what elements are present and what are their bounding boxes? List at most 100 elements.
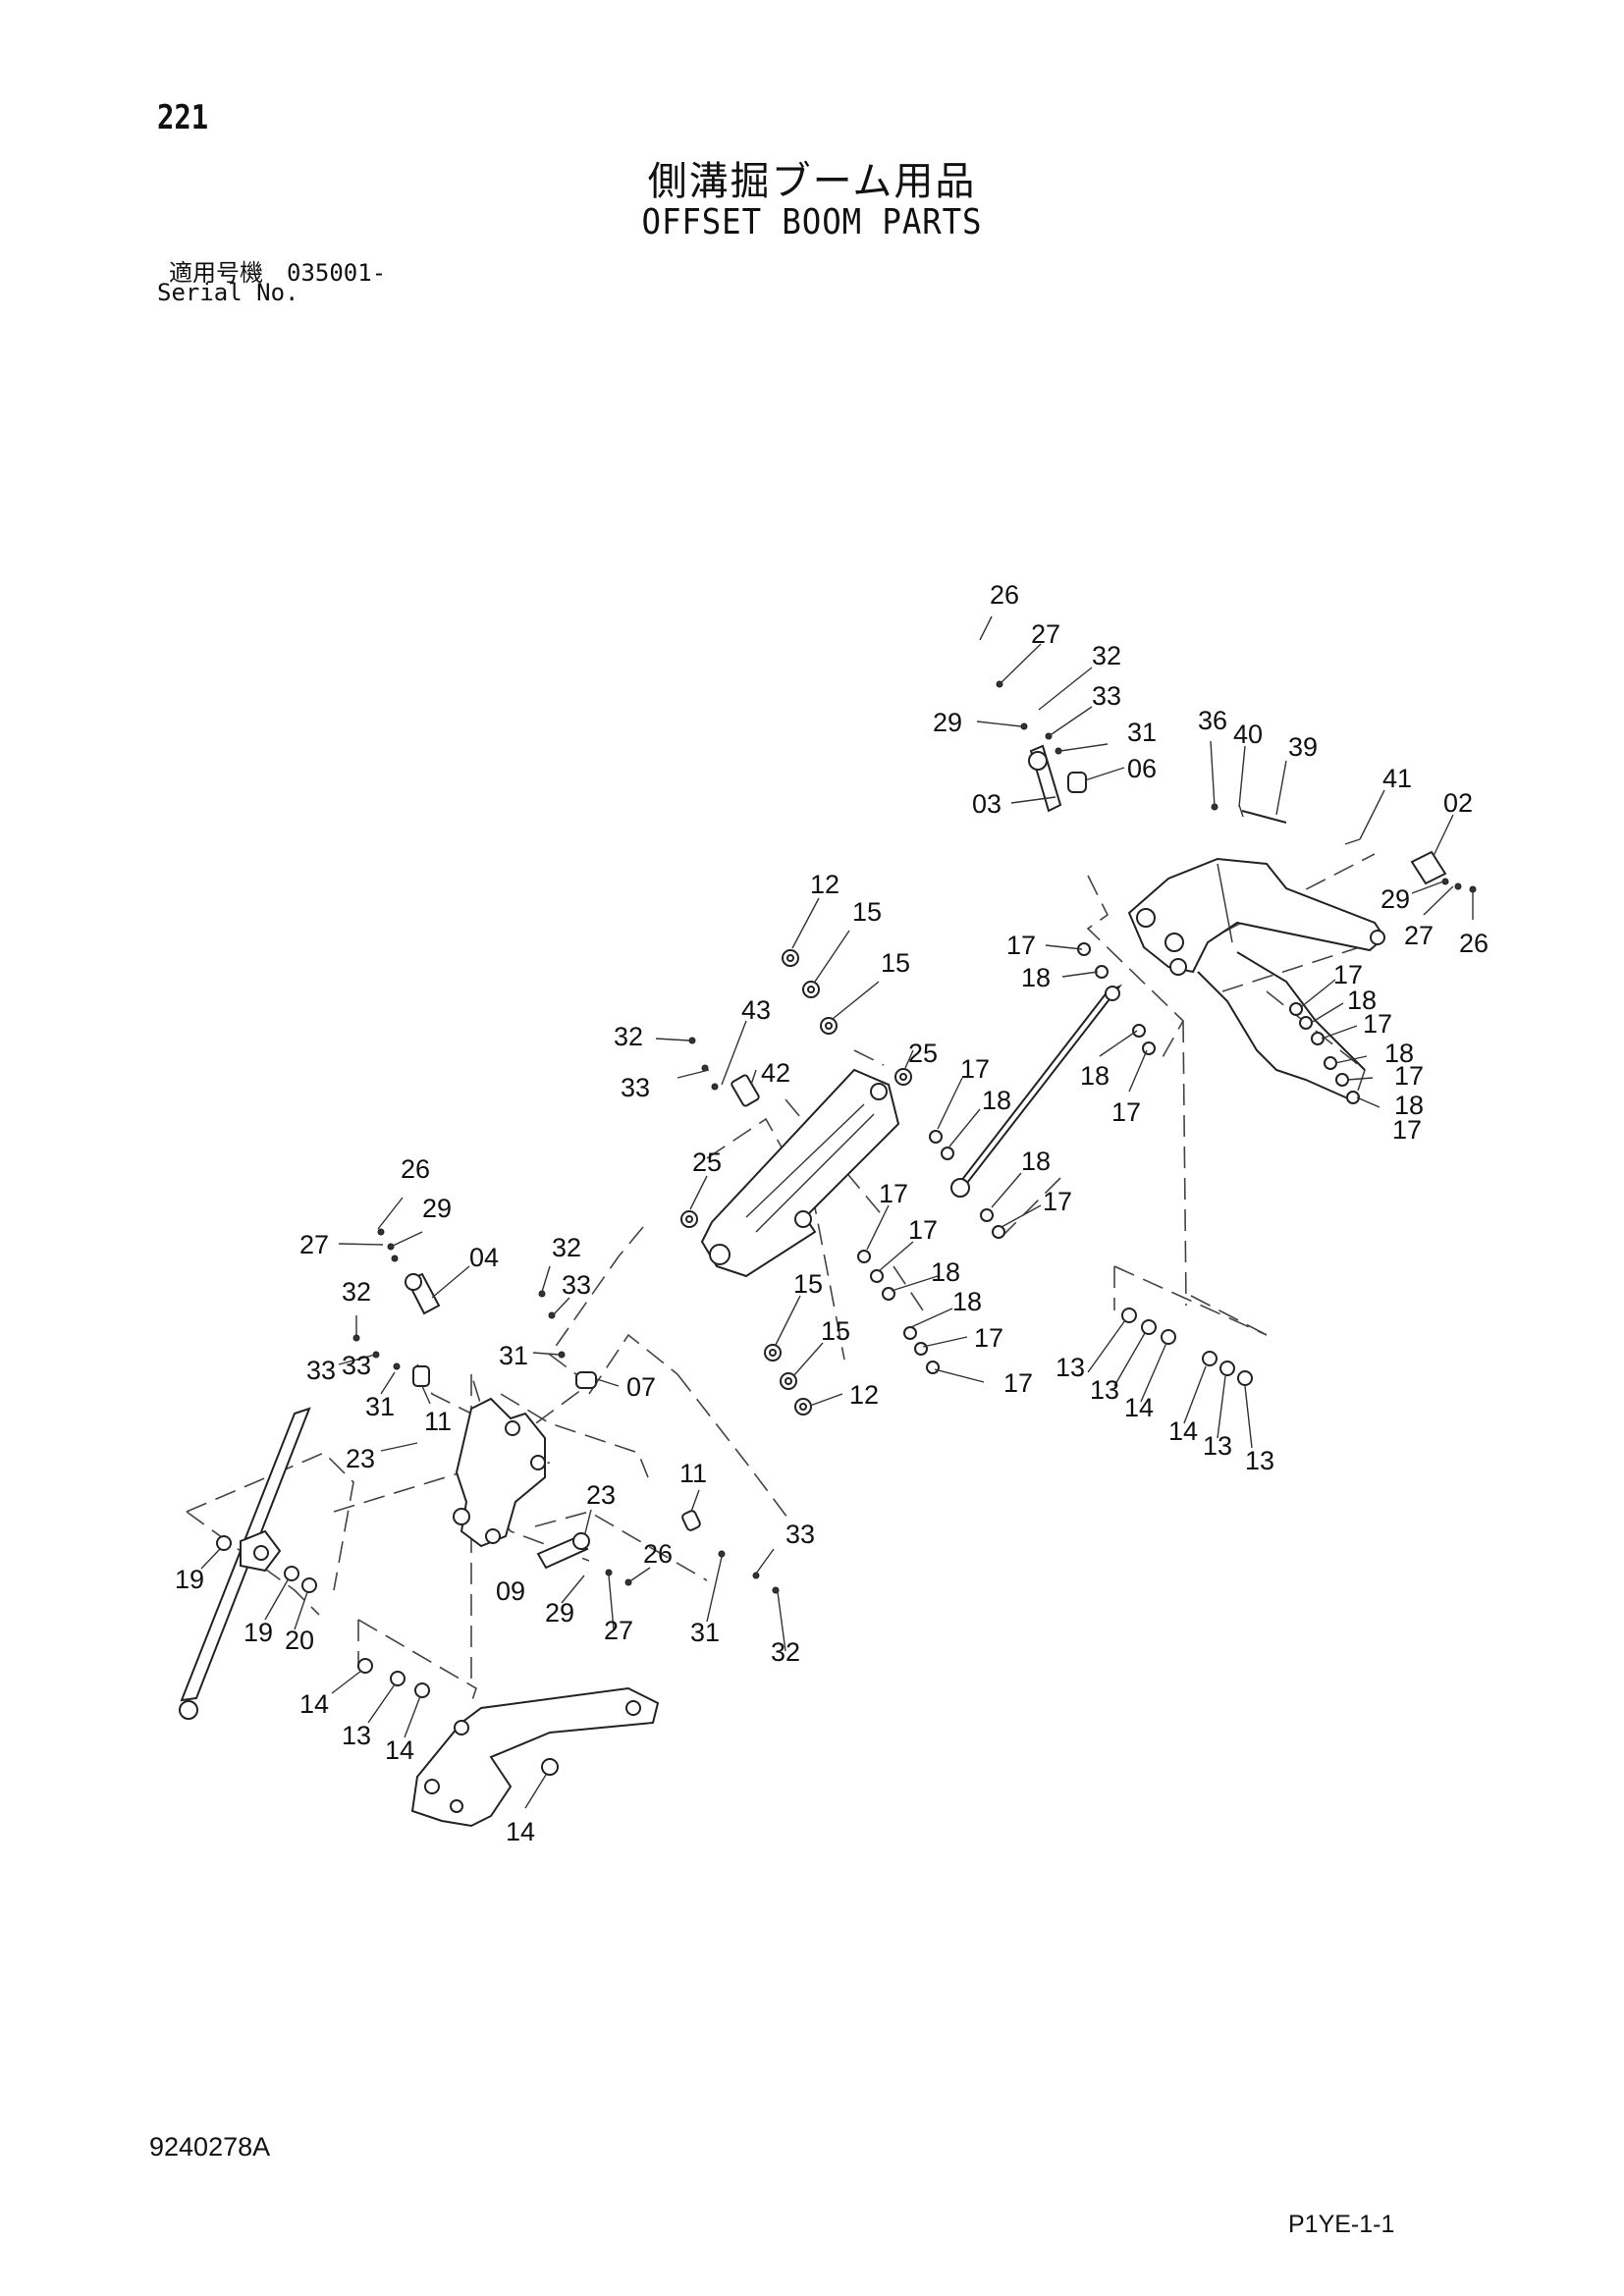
callout-label: 39 <box>1288 732 1318 762</box>
callout-label: 17 <box>1363 1009 1392 1039</box>
page-title-japanese: 側溝掘ブーム用品 <box>647 159 977 204</box>
callout-label: 04 <box>469 1243 499 1272</box>
callout-label: 02 <box>1443 788 1473 818</box>
bushing-11-upper <box>412 1365 430 1387</box>
pin-03 <box>1028 744 1062 813</box>
callout-label: 12 <box>810 870 839 899</box>
callout-label: 33 <box>342 1351 371 1380</box>
callout-label: 23 <box>586 1480 616 1510</box>
bushing-06 <box>1067 772 1087 793</box>
pin-04 <box>405 1272 441 1315</box>
callout-label: 06 <box>1127 754 1157 783</box>
callout-label: 18 <box>1347 986 1377 1015</box>
center-bracket <box>453 1397 546 1548</box>
callout-label: 14 <box>299 1689 329 1719</box>
link-arm-center <box>700 1068 900 1278</box>
callout-label: 26 <box>643 1539 673 1569</box>
callout-label: 14 <box>385 1735 414 1765</box>
callout-label: 17 <box>1003 1368 1033 1398</box>
document-code: 9240278A <box>149 2132 271 2162</box>
callout-label: 15 <box>881 948 910 978</box>
serial-label-japanese: 適用号機 035001- <box>169 259 387 287</box>
callout-label: 18 <box>931 1257 960 1287</box>
callout-label: 27 <box>604 1616 633 1645</box>
callout-label: 17 <box>879 1179 908 1208</box>
pin-02 <box>1410 850 1447 885</box>
bushing-07 <box>575 1371 597 1389</box>
callout-label: 17 <box>1392 1115 1422 1145</box>
callout-label: 29 <box>1380 884 1410 914</box>
callout-label: 18 <box>1021 963 1051 992</box>
callout-label: 32 <box>771 1637 800 1667</box>
callout-label: 18 <box>952 1287 982 1316</box>
callout-label: 19 <box>244 1618 273 1647</box>
callout-label: 09 <box>496 1576 525 1606</box>
callout-label: 15 <box>852 897 882 927</box>
callout-label: 17 <box>1333 960 1363 989</box>
callout-label: 12 <box>849 1380 879 1410</box>
callout-label: 17 <box>974 1323 1003 1353</box>
callout-label: 31 <box>365 1392 395 1421</box>
callout-label: 11 <box>424 1407 452 1436</box>
callout-label: 27 <box>1404 921 1434 950</box>
callout-label: 15 <box>793 1269 823 1299</box>
callout-label: 17 <box>1394 1061 1424 1091</box>
callout-label: 14 <box>1168 1416 1198 1446</box>
washers <box>216 942 1360 1776</box>
callout-label: 42 <box>761 1058 790 1088</box>
callout-label: 26 <box>1459 929 1489 958</box>
callout-label: 29 <box>422 1194 452 1223</box>
callout-label: 26 <box>401 1154 430 1184</box>
hose-39 <box>1238 804 1287 824</box>
callout-label: 27 <box>299 1230 329 1259</box>
boom-bracket-right <box>1127 857 1386 1100</box>
callout-label: 19 <box>175 1565 204 1594</box>
callout-label: 13 <box>1245 1446 1274 1475</box>
boom-bracket-lower <box>410 1686 660 1828</box>
callout-label: 29 <box>545 1598 574 1628</box>
callout-label: 32 <box>552 1233 581 1262</box>
callout-label: 18 <box>982 1086 1011 1115</box>
callout-label: 33 <box>621 1073 650 1102</box>
callout-label: 17 <box>1043 1187 1072 1216</box>
link-rod-left <box>179 1407 311 1720</box>
callout-label: 32 <box>614 1022 643 1051</box>
bushing-11-lower <box>681 1510 701 1531</box>
callout-label: 15 <box>821 1316 850 1346</box>
callout-label: 25 <box>692 1148 722 1177</box>
callout-label: 29 <box>933 708 962 737</box>
callout-label: 17 <box>1111 1097 1141 1127</box>
callout-label: 13 <box>1090 1375 1119 1405</box>
callout-label: 20 <box>285 1626 314 1655</box>
link-rod-upper <box>950 984 1123 1198</box>
callout-label: 07 <box>626 1372 656 1402</box>
callout-label: 33 <box>785 1520 815 1549</box>
callout-labels: 26 27 32 33 29 31 36 40 39 06 03 41 02 2… <box>175 580 1489 1846</box>
callout-label: 33 <box>1092 681 1121 711</box>
callout-label: 26 <box>990 580 1019 610</box>
callout-label: 17 <box>1006 931 1036 960</box>
callout-label: 18 <box>1080 1061 1110 1091</box>
callout-label: 17 <box>960 1054 990 1084</box>
callout-label: 40 <box>1233 720 1263 749</box>
callout-label: 31 <box>690 1618 720 1647</box>
callout-label: 13 <box>1203 1431 1232 1461</box>
callout-label: 18 <box>1384 1039 1414 1068</box>
callout-label: 31 <box>1127 718 1157 747</box>
serial-label: Serial No. <box>157 279 299 306</box>
callout-label: 18 <box>1394 1091 1424 1120</box>
callout-label: 33 <box>562 1270 591 1300</box>
callout-label: 25 <box>908 1039 938 1068</box>
callout-label: 17 <box>908 1215 938 1245</box>
page-code: P1YE-1-1 <box>1288 2211 1395 2238</box>
callout-label: 27 <box>1031 619 1060 649</box>
callout-label: 14 <box>506 1817 535 1846</box>
leader-lines <box>200 615 1474 1809</box>
callout-label: 13 <box>1056 1353 1085 1382</box>
callout-label: 03 <box>972 789 1001 819</box>
callout-label: 32 <box>1092 641 1121 670</box>
callout-label: 36 <box>1198 706 1227 735</box>
page-number: 221 <box>157 98 209 137</box>
callout-label: 31 <box>499 1341 528 1370</box>
